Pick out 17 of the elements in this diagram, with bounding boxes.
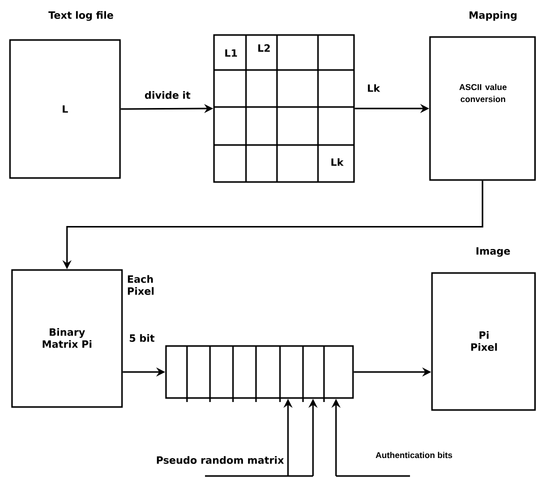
box-label: ASCII value conversion bbox=[459, 84, 507, 102]
note-label: Pseudo random matrix bbox=[155, 455, 285, 465]
edge-label: divide it bbox=[144, 91, 190, 99]
side-note: Each Pixel bbox=[128, 275, 154, 295]
cell-label: Lk bbox=[331, 158, 344, 166]
side-note: 5 bit bbox=[130, 334, 154, 342]
heading: Text log file bbox=[48, 11, 114, 21]
edge-label: Lk bbox=[368, 84, 380, 92]
box-label: Binary Matrix Pi bbox=[42, 328, 92, 348]
register-bar bbox=[165, 345, 354, 402]
cell-label: L1 bbox=[225, 49, 237, 57]
box-label: L bbox=[62, 105, 68, 113]
note-label: Authentication bits bbox=[374, 450, 454, 460]
cell-label: L2 bbox=[258, 44, 270, 52]
box-label: Pi Pixel bbox=[471, 331, 497, 351]
heading: Mapping bbox=[470, 11, 517, 21]
heading: Image bbox=[476, 247, 510, 257]
